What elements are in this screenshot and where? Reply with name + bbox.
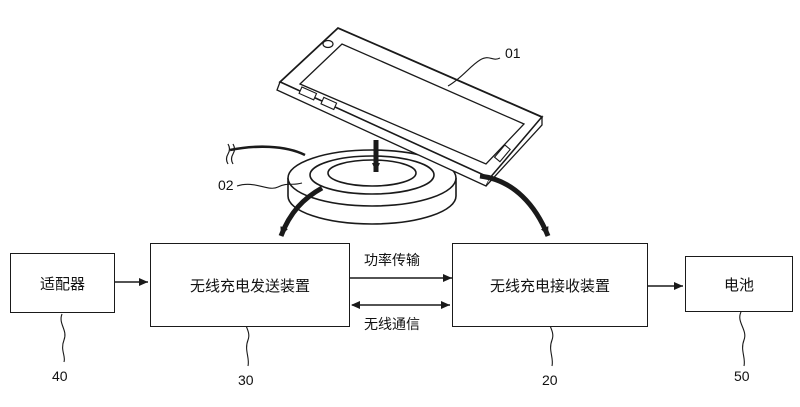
transmitter-label: 无线充电发送装置 [189,276,310,295]
receiver-box: 无线充电接收装置 [452,243,648,327]
transmitter-box: 无线充电发送装置 [150,243,350,327]
arrow-pad-to-transmitter [278,185,324,237]
battery-box: 电池 [685,256,793,312]
leader-pad [236,182,303,189]
ref-transmitter: 30 [238,372,254,388]
battery-label: 电池 [723,275,754,294]
leader-adapter [60,313,66,363]
ref-battery: 50 [734,368,750,384]
ref-adapter: 40 [52,368,68,384]
leader-phone [447,57,501,87]
adapter-box: 适配器 [10,253,115,313]
phone-device [276,26,544,187]
power-transfer-label: 功率传输 [364,253,420,269]
wireless-comm-label: 无线通信 [364,317,420,333]
receiver-label: 无线充电接收装置 [489,276,610,295]
arrow-phone-to-receiver [479,173,551,237]
leader-battery [739,311,746,367]
ref-receiver: 20 [542,372,558,388]
charging-pad [287,149,457,225]
adapter-label: 适配器 [39,274,85,293]
ref-phone: 01 [505,45,521,61]
pad-cable [229,145,306,157]
ref-pad: 02 [218,177,234,193]
cable-break-icon [225,143,236,165]
